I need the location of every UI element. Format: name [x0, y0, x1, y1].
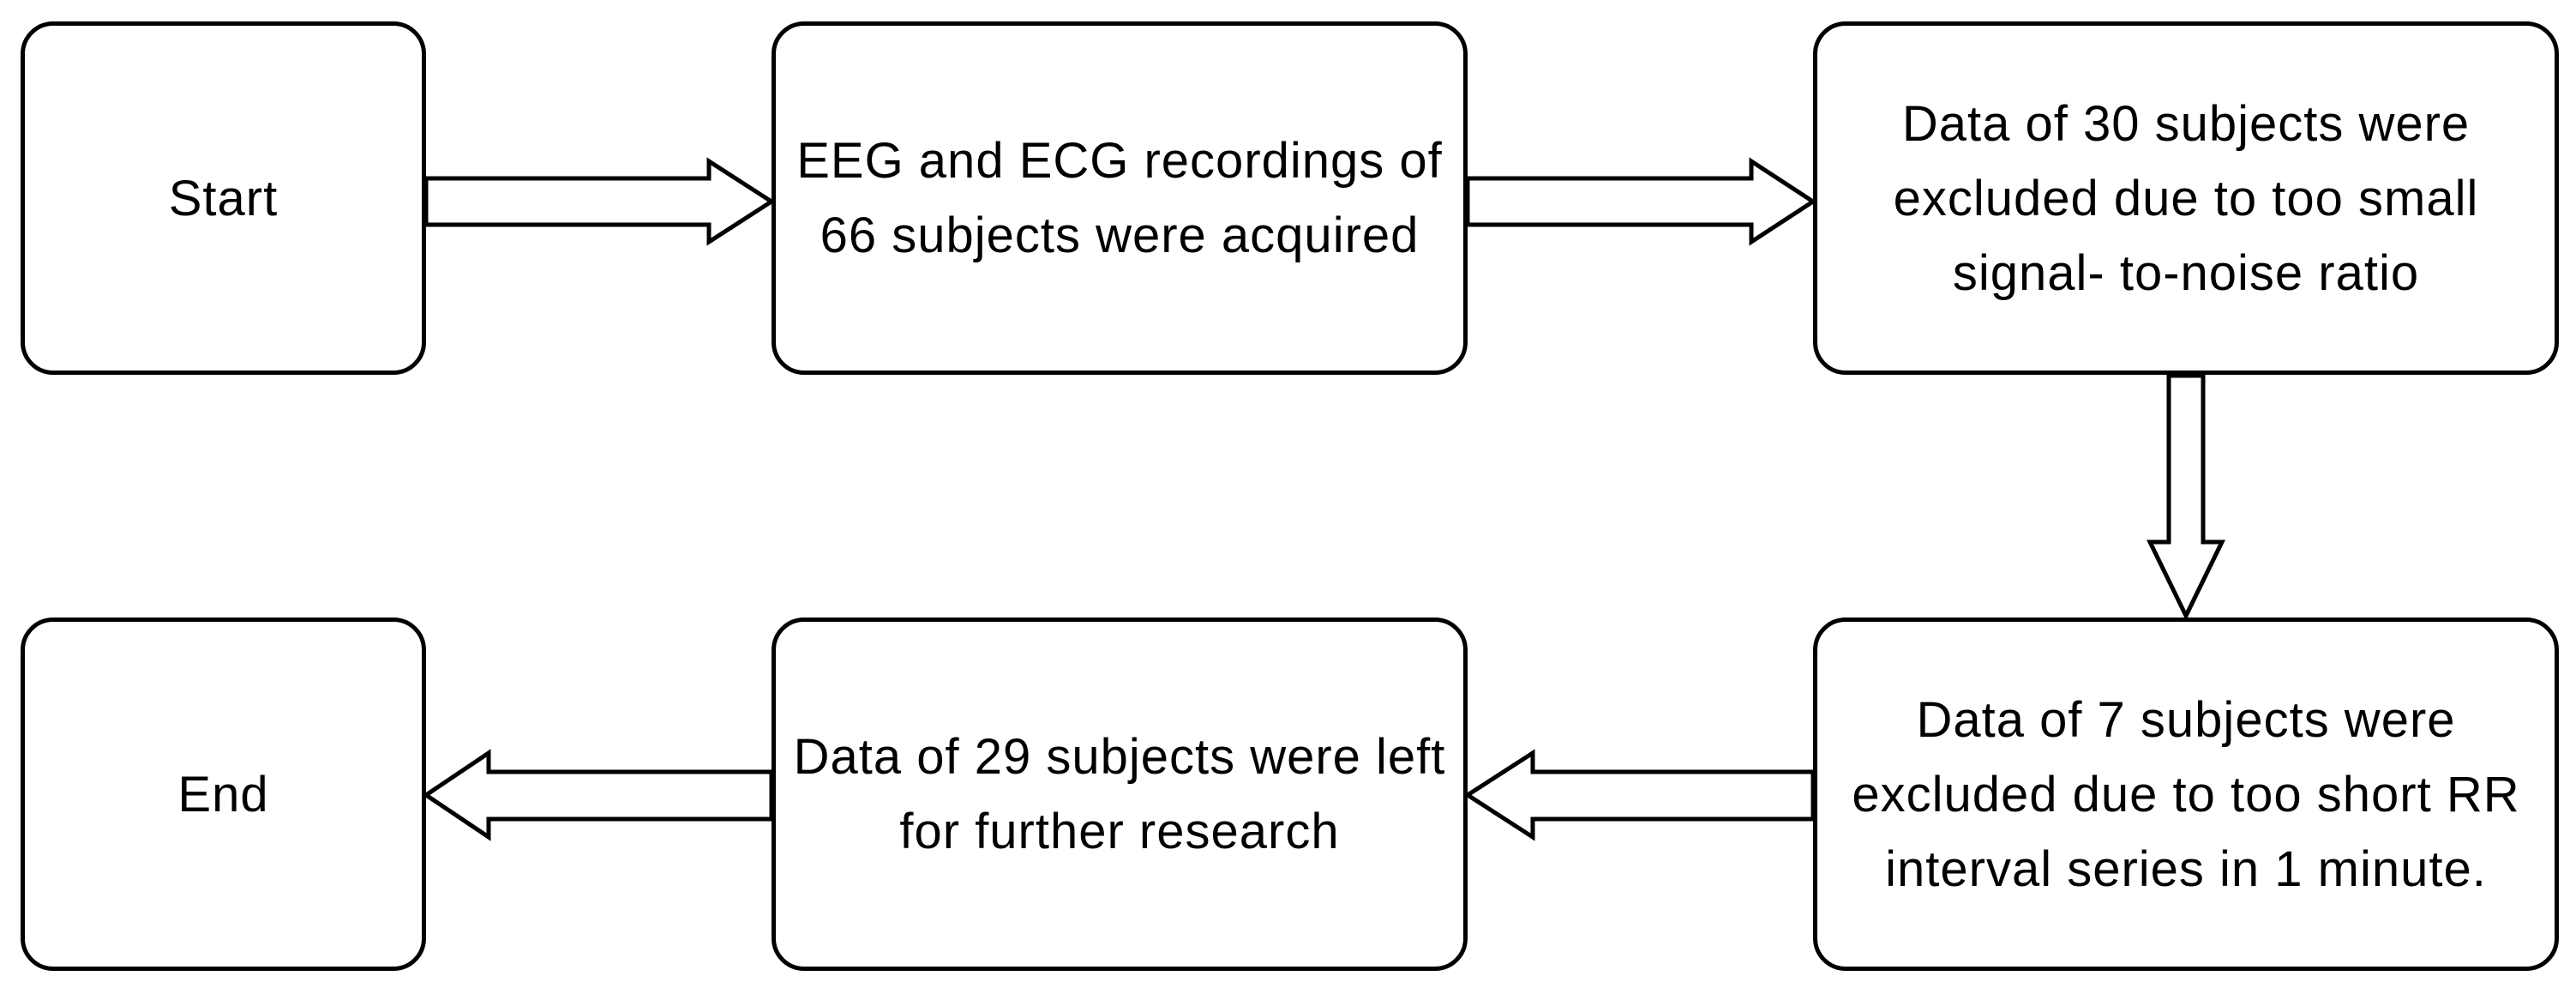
node-exclude-snr-line-3: signal- to-noise ratio [1952, 244, 2420, 301]
node-exclude-rr: Data of 7 subjects were excluded due to … [1813, 618, 2559, 971]
node-exclude-rr-line-1: Data of 7 subjects were [1916, 691, 2456, 748]
node-end: End [21, 618, 426, 971]
node-exclude-snr-line-2: excluded due to too small [1893, 170, 2479, 226]
node-acquire-label: EEG and ECG recordings of 66 subjects we… [796, 124, 1443, 273]
node-exclude-snr-line-1: Data of 30 subjects were [1901, 95, 2471, 152]
node-remaining-line-1: Data of 29 subjects were left [793, 729, 1446, 785]
node-acquire-line-1: EEG and ECG recordings of [796, 133, 1443, 189]
node-exclude-rr-label: Data of 7 subjects were excluded due to … [1852, 683, 2519, 907]
arrow-remaining-to-end [422, 749, 774, 841]
node-exclude-rr-line-2: excluded due to too short RR [1852, 766, 2520, 822]
node-exclude-snr: Data of 30 subjects were excluded due to… [1813, 21, 2559, 375]
node-remaining-line-2: for further research [899, 804, 1340, 859]
node-start-line-1: Start [168, 170, 279, 226]
node-exclude-rr-line-3: interval series in 1 minute. [1885, 840, 2487, 897]
node-acquire: EEG and ECG recordings of 66 subjects we… [772, 21, 1468, 375]
arrow-acquire-to-exclude-snr [1465, 157, 1817, 246]
arrow-exclude-snr-to-exclude-rr [2146, 373, 2226, 621]
node-end-label: End [177, 757, 268, 832]
arrow-start-to-acquire [423, 157, 776, 246]
node-remaining: Data of 29 subjects were left for furthe… [772, 618, 1468, 971]
node-remaining-label: Data of 29 subjects were left for furthe… [794, 720, 1446, 869]
node-start-label: Start [169, 161, 279, 236]
node-exclude-snr-label: Data of 30 subjects were excluded due to… [1894, 87, 2479, 310]
node-acquire-line-2: 66 subjects were acquired [820, 208, 1420, 263]
node-end-line-1: End [177, 766, 269, 822]
node-start: Start [21, 21, 426, 375]
arrow-exclude-rr-to-remaining [1463, 749, 1816, 841]
